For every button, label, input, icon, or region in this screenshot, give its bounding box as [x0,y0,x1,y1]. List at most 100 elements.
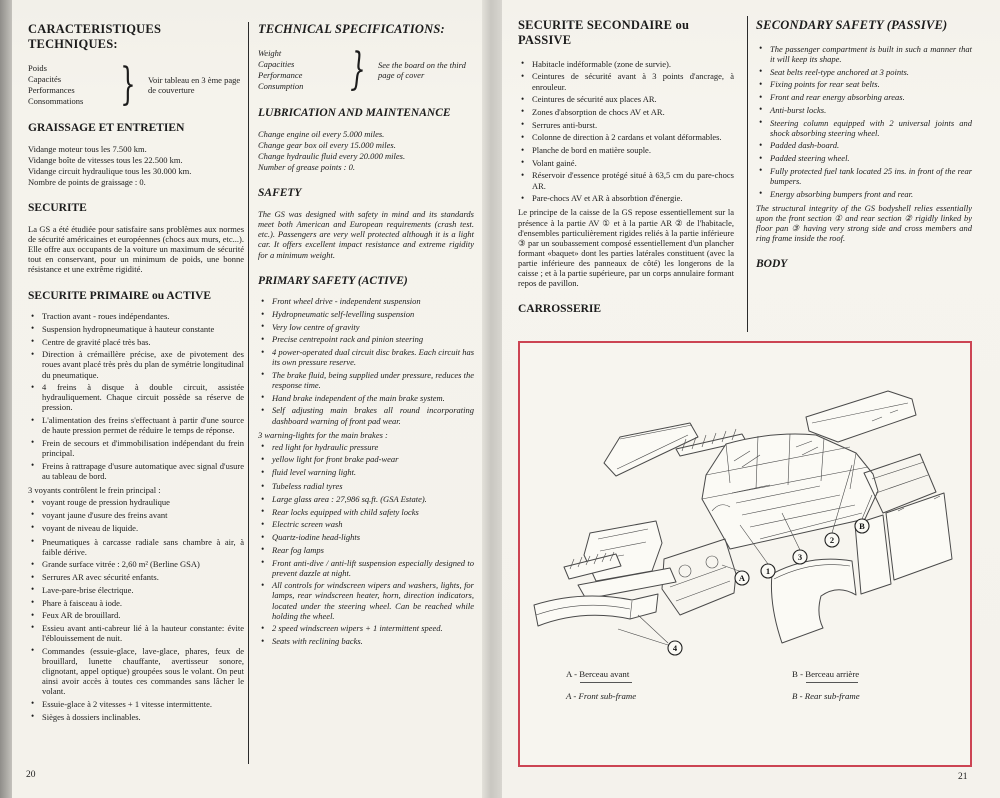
bullet-item: Grande surface vitrée : 2,60 m² (Berline… [28,559,244,570]
text-line: Change hydraulic fluid every 20.000 mile… [258,151,406,162]
bullet-item: voyant jaune d'usure des freins avant [28,509,244,520]
bullet-item: Quartz-iodine head-lights [258,532,474,543]
bullet-item: Essuie-glace à 2 vitesses + 1 vitesse in… [28,698,244,709]
bullet-item: 4 freins à disque à double circuit, assi… [28,382,244,413]
callout-2: 2 [824,532,840,548]
caption-rule-a [580,682,632,683]
bullet-item: The brake fluid, being supplied under pr… [258,369,474,390]
front-subframe-part [661,538,737,616]
bullet-item: Traction avant - roues indépendantes. [28,311,244,322]
bullet-item: Ceintures de sécurité aux places AR. [518,94,734,105]
bullet-item: Fixing points for rear seat belts. [756,79,972,90]
page-number-20: 20 [26,770,36,780]
heading-primary-safety: PRIMARY SAFETY (ACTIVE) [258,274,408,287]
bullet-item: Essieu avant anti-cabreur lié à la haute… [28,622,244,643]
bullet-item: Zones d'absorption de chocs AV et AR. [518,106,734,117]
bullet-item: Rear locks equipped with child safety lo… [258,506,474,517]
bullet-item: Padded dash-board. [756,140,972,151]
bullet-item: Planche de bord en matière souple. [518,145,734,156]
title-securite-secondaire: SECURITE SECONDAIRE ou PASSIVE [518,18,690,47]
bullet-item: 4 power-operated dual circuit disc brake… [258,347,474,368]
bullet-item: Hydropneumatic self-levelling suspension [258,309,474,320]
primaire-bullets-2: Pneumatiques à carcasse radiale sans cha… [28,536,244,722]
column-divider-right [747,16,748,332]
column-french-right: SECURITE SECONDAIRE ou PASSIVE Habitacle … [518,18,734,325]
securite-intro: La GS a été étudiée pour satisfaire sans… [28,223,244,275]
bullet-item: Front wheel drive - independent suspensi… [258,296,474,307]
bullet-item: Lave-pare-brise électrique. [28,584,244,595]
callout-4: 4 [667,640,683,656]
bullet-item: Serrures anti-burst. [518,119,734,130]
door-parts [854,492,953,595]
text-line: Vidange moteur tous les 7.500 km. [28,143,147,154]
primary-bullets-2: Tubeless radial tyresLarge glass area : … [258,481,474,647]
text-line: Nombre de points de graissage : 0. [28,177,146,188]
heading-safety: SAFETY [258,187,302,200]
svg-text:A: A [739,573,746,583]
heading-graissage: GRAISSAGE ET ENTRETIEN [28,122,185,135]
safety-intro: The GS was designed with safety in mind … [258,209,474,260]
bullet-item: Réservoir d'essence protégé situé à 63,5… [518,170,734,191]
spec-item: Performance [258,70,303,81]
lubrication-lines: Change engine oil every 5.000 miles.Chan… [258,129,474,172]
caption-rear-subframe-fr: B - Berceau arrière [792,669,860,679]
tailgate-part [805,390,917,443]
bullet-item: Front and rear energy absorbing areas. [756,92,972,103]
bullet-item: Direction à crémaillère précise, axe de … [28,349,244,380]
title-en: TECHNICAL SPECIFICATIONS: [258,22,445,36]
bullet-item: Phare à faisceau à iode. [28,597,244,608]
caption-front-subframe-fr: A - Berceau avant [566,669,630,679]
caption-front-subframe-en: A - Front sub-frame [566,691,637,701]
caisse-principle: Le principe de la caisse de la GS repose… [518,207,734,289]
page-21: SECURITE SECONDAIRE ou PASSIVE Habitacle … [502,0,1000,798]
bullet-item: Steering column equipped with 2 universa… [756,117,972,138]
spec-item: Consumption [258,81,304,92]
brace-glyph: } [120,59,136,111]
bullet-item: The passenger compartment is built in su… [756,43,972,64]
scan-edge [0,0,12,798]
bullet-item: Hand brake independent of the main brake… [258,392,474,403]
bullet-item: Large glass area : 27,986 sq.ft. (GSA Es… [258,493,474,504]
callout-A: A [734,570,750,586]
bullet-item: Rear fog lamps [258,544,474,555]
bullet-item: Suspension hydropneumatique à hauteur co… [28,323,244,334]
secondary-bullets: The passenger compartment is built in su… [756,43,972,198]
text-line: Number of grease points : 0. [258,162,355,173]
bonnet-part [603,422,699,477]
bullet-item: Frein de secours et d'immobilisation ind… [28,437,244,458]
bullet-item: Pare-chocs AV et AR à absorbtion d'énerg… [518,193,734,204]
front-fender-part [770,558,857,644]
bodyshell-part [701,433,879,550]
bullet-item: Self adjusting main brakes all round inc… [258,405,474,426]
heading-lubrication: LUBRICATION AND MAINTENANCE [258,107,451,120]
bullet-item: Serrures AR avec sécurité enfants. [28,572,244,583]
spec-note: See the board on the third page of cover [378,59,466,81]
warning-lights-intro: 3 warning-lights for the main brakes : [258,429,388,440]
title-secondary-safety: SECONDARY SAFETY (PASSIVE) [756,18,948,32]
bullet-item: Tubeless radial tyres [258,481,474,492]
bullet-item: L'alimentation des freins s'effectuant à… [28,415,244,436]
callout-1: 1 [760,563,776,579]
bullet-item: voyant rouge de pression hydraulique [28,497,244,508]
bullet-item: Very low centre of gravity [258,321,474,332]
bullet-item: Commandes (essuie-glace, lave-glace, pha… [28,645,244,697]
grille-part [563,551,622,580]
leader-lines [617,464,873,646]
spec-item: Capacities [258,58,295,69]
bullet-item: Habitacle indéformable (zone de survie). [518,58,734,69]
spec-item: Poids [28,62,47,73]
voyants-intro: 3 voyants contrôlent le frein principal … [28,484,161,495]
bullet-item: red light for hydraulic pressure [258,441,474,452]
bullet-item: Colonne de direction à 2 cardans et vola… [518,132,734,143]
bullet-item: Anti-burst locks. [756,104,972,115]
callout-3: 3 [792,549,808,565]
bullet-item: Padded steering wheel. [756,153,972,164]
title-fr: CARACTERISTIQUES TECHNIQUES: [28,22,162,51]
